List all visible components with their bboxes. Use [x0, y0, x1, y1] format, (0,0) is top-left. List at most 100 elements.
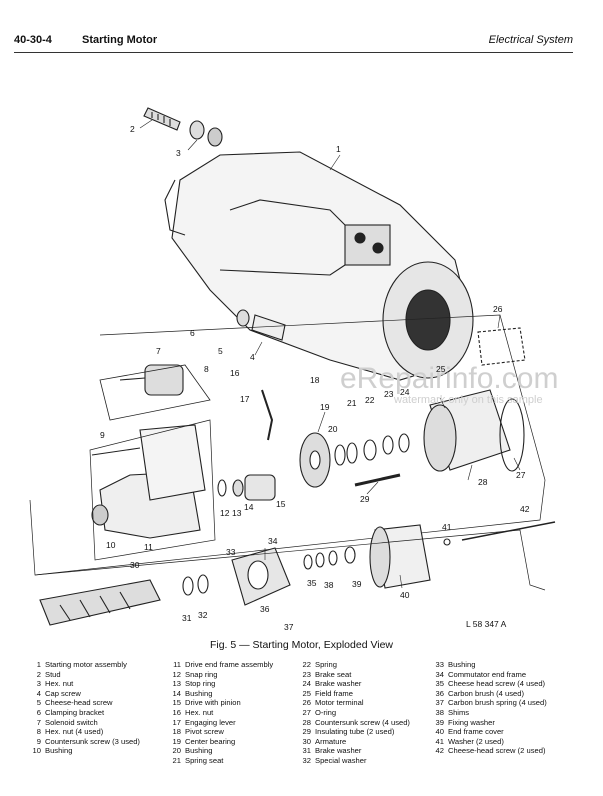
callout-27: 27 [516, 470, 526, 480]
legend-item-label: Bushing [185, 746, 213, 756]
system-title: Electrical System [488, 34, 573, 46]
legend-item-number: 38 [435, 707, 444, 717]
callout-13: 13 [232, 508, 242, 518]
legend-item-number: 40 [435, 727, 444, 737]
watermark-note: watermark only on this sample [394, 394, 543, 406]
engaging-lever-illustration [261, 389, 274, 441]
callout-26: 26 [493, 304, 503, 314]
solenoid-switch-illustration [99, 364, 211, 421]
legend-item-number: 25 [302, 688, 311, 698]
callout-17: 17 [240, 394, 250, 404]
legend-item-label: Motor terminal [315, 698, 364, 708]
legend-item-label: Bushing [45, 746, 73, 756]
legend-item: 26 Motor terminal [300, 698, 440, 708]
legend-item-number: 12 [172, 669, 181, 679]
legend-item-number: 15 [172, 698, 181, 708]
legend-item-number: 9 [36, 736, 41, 746]
callout-11: 11 [144, 542, 153, 552]
legend-item-label: Spring [315, 660, 337, 669]
callout-6: 6 [190, 328, 195, 338]
legend-item-label: Shims [448, 707, 470, 717]
o-ring-illustration [499, 398, 525, 472]
callout-3: 3 [176, 148, 181, 158]
legend-item-label: Stud [45, 669, 61, 679]
legend-item-number: 23 [302, 669, 311, 679]
legend-item-label: Insulating tube (2 used) [315, 727, 395, 737]
legend-item-label: Starting motor assembly [45, 660, 127, 669]
legend-item-number: 20 [172, 746, 181, 756]
legend-item-label: Cheese-head screw (2 used) [448, 746, 546, 756]
legend-item-number: 7 [36, 717, 41, 727]
legend-item-number: 30 [302, 736, 311, 746]
brake-washer-illustration [182, 576, 194, 596]
legend-item-number: 19 [172, 736, 181, 746]
legend-item-label: Hex. nut [185, 707, 214, 717]
callout-39: 39 [352, 579, 362, 589]
legend-item-number: 36 [435, 688, 444, 698]
legend-item-number: 6 [36, 707, 41, 717]
callout-24: 24 [400, 387, 410, 397]
callout-38: 38 [324, 580, 334, 590]
legend-item-number: 5 [36, 698, 41, 708]
callout-25: 25 [436, 364, 446, 374]
legend-item-label: Washer (2 used) [448, 736, 504, 746]
legend-item: 20 Bushing [170, 746, 310, 756]
legend-item: 25 Field frame [300, 689, 440, 699]
callout-5: 5 [218, 346, 223, 356]
legend-item-number: 41 [435, 736, 444, 746]
legend-item-label: Field frame [315, 688, 353, 698]
callout-32: 32 [198, 610, 208, 620]
legend-item-label: Carbon brush spring (4 used) [448, 698, 547, 708]
exploded-view-diagram: 1 2 3 4 5 6 7 8 9 10 11 12 13 14 15 16 1… [29, 107, 556, 632]
legend-item-number: 1 [36, 660, 41, 669]
callout-8: 8 [204, 364, 209, 374]
legend-item-number: 26 [302, 698, 311, 708]
figure-caption: Fig. 5 — Starting Motor, Exploded View [209, 639, 394, 651]
center-bearing-illustration [299, 432, 331, 488]
legend-item-number: 21 [172, 755, 181, 765]
callout-7: 7 [156, 346, 161, 356]
end-frame-cover-illustration [369, 524, 431, 589]
legend-item-label: Pivot screw [185, 727, 224, 737]
legend-item-number: 13 [172, 679, 181, 689]
legend-item: 41 Washer (2 used) [433, 737, 573, 747]
figure-reference-code: L 58 347 A [466, 619, 507, 629]
callout-4: 4 [250, 352, 255, 362]
legend-item-number: 10 [32, 746, 41, 756]
legend-item-label: End frame cover [448, 727, 504, 737]
callout-29: 29 [360, 494, 370, 504]
legend-item-number: 24 [302, 679, 311, 689]
legend-item: 15 Drive with pinion [170, 698, 310, 708]
watermark-text: eRepairinfo.com [340, 362, 559, 395]
legend-item-number: 16 [172, 707, 181, 717]
spring-rings-illustration [334, 433, 410, 466]
legend-item-label: Drive with pinion [185, 698, 241, 708]
legend-item-number: 28 [302, 717, 311, 727]
legend-item-label: Countersunk screw (4 used) [315, 717, 410, 727]
washer-illustration [443, 538, 451, 546]
legend-item: 16 Hex. nut [170, 708, 310, 718]
countersunk-screw-illustration [91, 447, 141, 456]
legend-item-label: Brake washer [315, 746, 362, 756]
legend-item-number: 39 [435, 717, 444, 727]
legend-item-label: Solenoid switch [45, 717, 98, 727]
